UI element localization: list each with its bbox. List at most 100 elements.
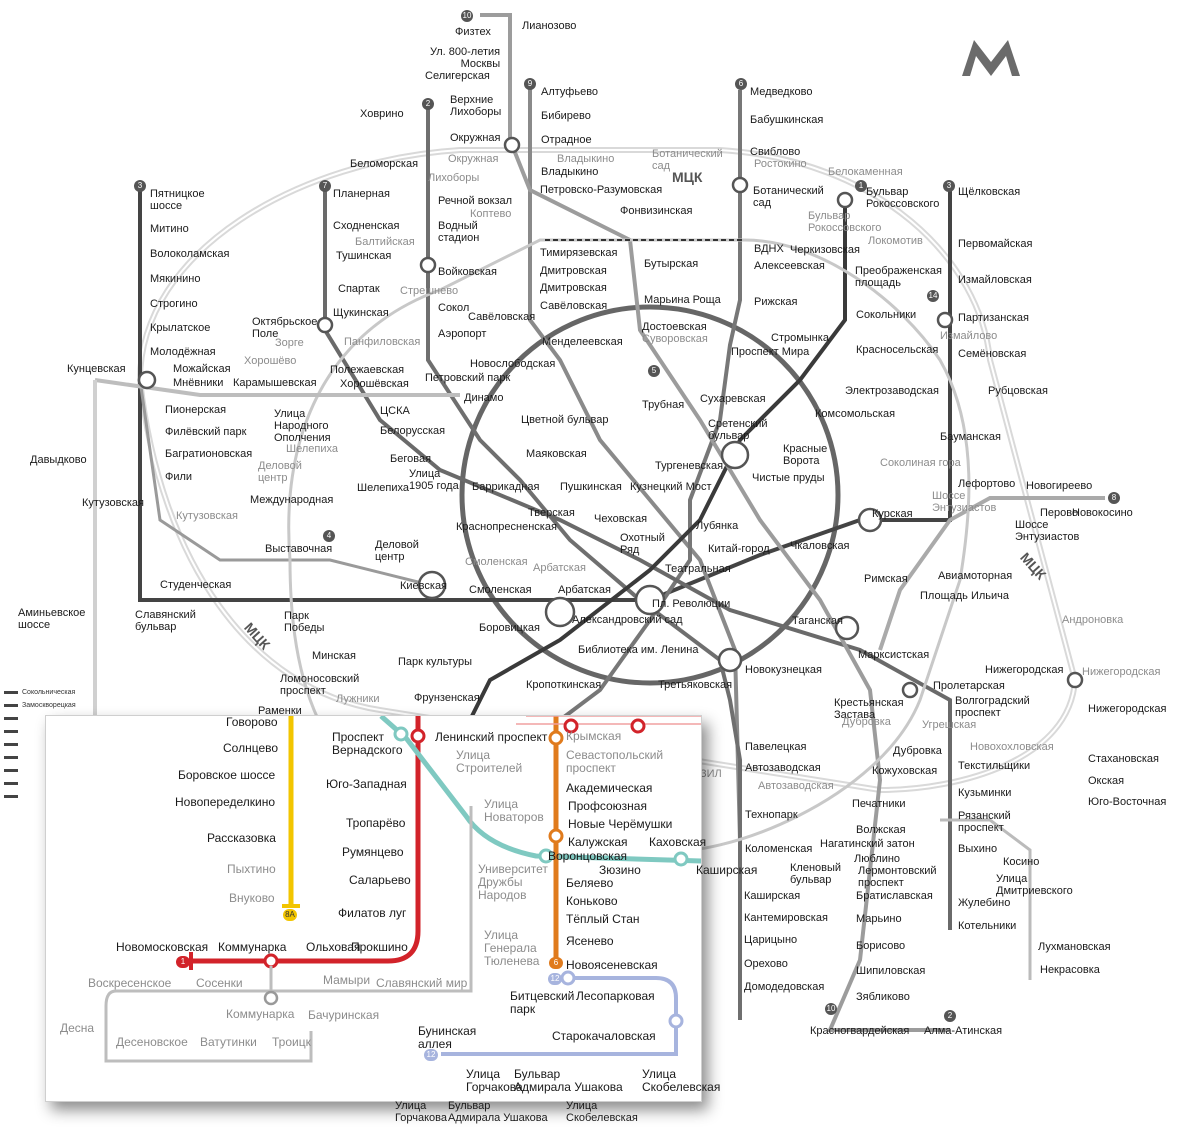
station-label[interactable]: Арбатская bbox=[558, 584, 611, 596]
station-label[interactable]: Строгино bbox=[150, 298, 198, 310]
station-label[interactable]: Жулебино bbox=[958, 897, 1011, 909]
station-label[interactable]: Площадь Ильича bbox=[920, 590, 1009, 602]
station-label[interactable]: Автозаводская bbox=[745, 762, 821, 774]
station-label[interactable]: Сокол bbox=[438, 302, 470, 314]
station-label[interactable]: Менделеевская bbox=[542, 336, 623, 348]
station-label[interactable]: Ховрино bbox=[360, 108, 404, 120]
station-label[interactable]: Новокузнецкая bbox=[745, 664, 822, 676]
station-label[interactable]: Тверская bbox=[528, 507, 575, 519]
station-label[interactable]: Волжская bbox=[856, 824, 906, 836]
station-label[interactable]: Александровский сад bbox=[572, 614, 683, 626]
station-label[interactable]: Волоколамская bbox=[150, 248, 230, 260]
inset-station[interactable]: Ольховая bbox=[306, 940, 361, 954]
inset-station[interactable]: Ясенево bbox=[566, 934, 614, 948]
inset-station[interactable]: Калужская bbox=[568, 835, 628, 849]
station-label[interactable]: Библиотека им. Ленина bbox=[578, 644, 699, 656]
station-label[interactable]: Алма-Атинская bbox=[924, 1025, 1003, 1037]
station-label[interactable]: Кузнецкий Мост bbox=[630, 481, 712, 493]
station-label[interactable]: Мякинино bbox=[150, 273, 201, 285]
station-label[interactable]: Парк культуры bbox=[398, 656, 473, 668]
station-label[interactable]: Багратионовская bbox=[165, 448, 253, 460]
station-label[interactable]: Красногвардейская bbox=[810, 1025, 910, 1037]
station-label[interactable]: Марьина Роща bbox=[644, 294, 721, 306]
station-label[interactable]: Пятницкое шоссе bbox=[150, 188, 205, 212]
station-label[interactable]: Достоевская bbox=[642, 321, 707, 333]
station-label[interactable]: Окская bbox=[1088, 775, 1125, 787]
station-label[interactable]: Физтех bbox=[455, 26, 491, 38]
mck-station-label[interactable]: Лужники bbox=[336, 693, 380, 705]
inset-station[interactable]: Университет Дружбы Народов bbox=[478, 862, 548, 902]
station-label[interactable]: Улица Скобелевская bbox=[566, 1100, 638, 1124]
inset-station[interactable]: Тёплый Стан bbox=[566, 912, 640, 926]
inset-station[interactable]: Ленинский проспект bbox=[435, 730, 548, 744]
station-label[interactable]: Беговая bbox=[390, 453, 432, 465]
station-label[interactable]: Крестьянская Застава bbox=[834, 697, 904, 721]
station-label[interactable]: Ул. 800-летия Москвы bbox=[430, 46, 501, 70]
station-label[interactable]: Улица Горчакова bbox=[395, 1100, 447, 1124]
station-label[interactable]: Отрадное bbox=[541, 134, 592, 146]
inset-station[interactable]: Прокшино bbox=[351, 940, 408, 954]
station-label[interactable]: Некрасовка bbox=[1040, 964, 1100, 976]
station-label[interactable]: Бибирево bbox=[541, 110, 591, 122]
station-label[interactable]: Новокосино bbox=[1072, 507, 1133, 519]
inset-station[interactable]: Зюзино bbox=[599, 863, 641, 877]
station-label[interactable]: Раменки bbox=[258, 705, 302, 717]
station-label[interactable]: Улица Народного Ополчения bbox=[274, 408, 331, 444]
mck-station-label[interactable]: Нижегородская bbox=[1082, 666, 1161, 678]
station-label[interactable]: Петровский парк bbox=[425, 372, 511, 384]
station-label[interactable]: Трубная bbox=[642, 399, 685, 411]
station-label[interactable]: Римская bbox=[864, 573, 908, 585]
station-label[interactable]: Водный стадион bbox=[438, 220, 480, 244]
station-label[interactable]: Тушинская bbox=[336, 250, 392, 262]
mck-station-label[interactable]: Шоссе Энтузиастов bbox=[932, 490, 997, 514]
station-label[interactable]: Бульвар Адмирала Ушакова bbox=[448, 1100, 548, 1124]
station-label[interactable]: Речной вокзал bbox=[438, 195, 513, 207]
inset-station[interactable]: Бульвар Адмирала Ушакова bbox=[514, 1067, 623, 1094]
station-label[interactable]: Выхино bbox=[958, 843, 998, 855]
mck-station-label[interactable]: Панфиловская bbox=[344, 336, 421, 348]
station-label[interactable]: Планерная bbox=[333, 188, 390, 200]
station-label[interactable]: Авиамоторная bbox=[938, 570, 1013, 582]
inset-station[interactable]: Ватутинки bbox=[200, 1035, 257, 1049]
station-label[interactable]: Кропоткинская bbox=[526, 679, 602, 691]
station-label[interactable]: Дубровка bbox=[893, 745, 942, 757]
station-label[interactable]: Кунцевская bbox=[67, 363, 126, 375]
inset-station[interactable]: Рассказовка bbox=[207, 831, 276, 845]
station-label[interactable]: Хорошёвская bbox=[340, 378, 409, 390]
station-label[interactable]: Сокольники bbox=[856, 309, 917, 321]
station-label[interactable]: Коломенская bbox=[745, 843, 813, 855]
station-label[interactable]: Международная bbox=[250, 494, 334, 506]
mck-station-label[interactable]: Стрешнево bbox=[400, 285, 459, 297]
inset-station[interactable]: Бачуринская bbox=[308, 1008, 380, 1022]
mck-station-label[interactable]: Коптево bbox=[470, 208, 512, 220]
inset-station[interactable]: Славянский мир bbox=[376, 976, 468, 990]
station-label[interactable]: Маяковская bbox=[526, 448, 587, 460]
station-label[interactable]: Марксистская bbox=[858, 649, 930, 661]
station-label[interactable]: Сретенский бульвар bbox=[708, 418, 768, 442]
station-label[interactable]: Тургеневская bbox=[655, 460, 724, 472]
inset-station[interactable]: Проспект Вернадского bbox=[332, 730, 403, 757]
station-label[interactable]: Баррикадная bbox=[472, 481, 540, 493]
station-label[interactable]: Белорусская bbox=[380, 425, 446, 437]
inset-station[interactable]: Саларьево bbox=[349, 873, 411, 887]
station-label[interactable]: Чкаловская bbox=[790, 540, 850, 552]
station-label[interactable]: Лианозово bbox=[522, 20, 577, 32]
station-label[interactable]: Щёлковская bbox=[958, 186, 1021, 198]
station-label[interactable]: Динамо bbox=[464, 392, 504, 404]
station-label[interactable]: Давыдково bbox=[30, 454, 87, 466]
station-label[interactable]: Рубцовская bbox=[988, 385, 1048, 397]
inset-station[interactable]: Новые Черёмушки bbox=[568, 817, 673, 831]
station-label[interactable]: Славянский бульвар bbox=[135, 609, 196, 633]
station-label[interactable]: Пролетарская bbox=[933, 680, 1005, 692]
station-label[interactable]: Охотный Ряд bbox=[620, 532, 665, 556]
station-label[interactable]: Текстильщики bbox=[958, 760, 1031, 772]
station-label[interactable]: Волгоградский проспект bbox=[955, 695, 1030, 719]
mck-station-label[interactable]: Угрешская bbox=[922, 719, 977, 731]
station-label[interactable]: Котельники bbox=[958, 920, 1017, 932]
station-label[interactable]: ЦСКА bbox=[380, 405, 410, 417]
inset-station[interactable]: Сосенки bbox=[196, 976, 243, 990]
inset-station[interactable]: Десна bbox=[60, 1021, 95, 1035]
inset-station[interactable]: Троицк bbox=[272, 1035, 311, 1049]
station-label[interactable]: Парк Победы bbox=[284, 610, 325, 634]
station-label[interactable]: Таганская bbox=[792, 615, 843, 627]
